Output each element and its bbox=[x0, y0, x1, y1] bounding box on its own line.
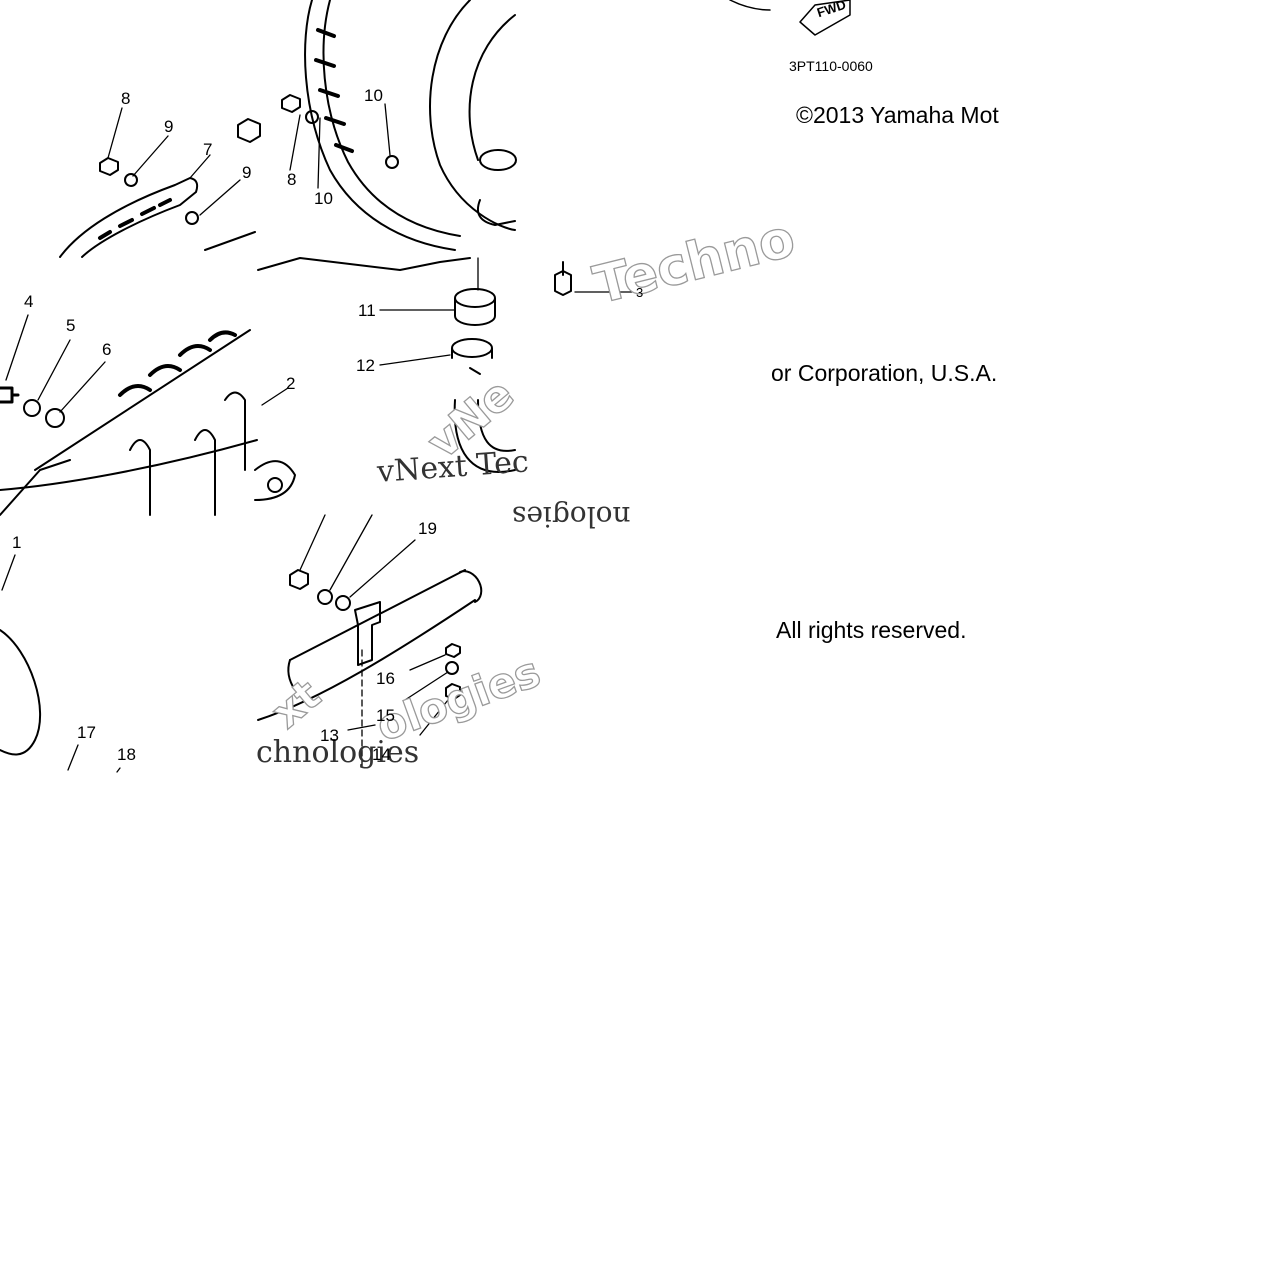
fwd-arrow bbox=[799, 0, 851, 36]
grommet-top bbox=[479, 149, 517, 171]
callout-15: 15 bbox=[376, 706, 395, 725]
washer-19b bbox=[317, 589, 333, 605]
flange bbox=[476, 199, 516, 226]
tile-bottom-left bbox=[0, 554, 121, 773]
clamp-12 bbox=[451, 338, 493, 375]
callout-7: 7 bbox=[203, 140, 213, 159]
pipe-bend-outer bbox=[468, 14, 516, 161]
nut-16 bbox=[445, 643, 461, 658]
copyright-line-1: ©2013 Yamaha Mot bbox=[796, 102, 999, 128]
callout-13: 13 bbox=[320, 726, 339, 745]
washer-9b bbox=[185, 211, 199, 225]
washer-9a bbox=[124, 173, 138, 187]
callout-1: 1 bbox=[12, 533, 22, 552]
callout-12: 12 bbox=[356, 356, 375, 375]
bolt-8a bbox=[99, 157, 119, 176]
callout-17: 17 bbox=[77, 723, 96, 742]
shield-outer bbox=[304, 0, 456, 251]
callout-10a: 10 bbox=[364, 86, 383, 105]
washer-10b bbox=[385, 155, 399, 169]
callout-2: 2 bbox=[286, 374, 296, 393]
watermark-nologies: nologies bbox=[512, 500, 631, 533]
callout-3: 3 bbox=[636, 285, 644, 300]
shield-edge bbox=[204, 231, 256, 251]
callout-18: 18 bbox=[117, 745, 136, 764]
copyright-line-2: or Corporation, U.S.A. bbox=[771, 360, 998, 386]
tailpipe-upper bbox=[289, 569, 466, 661]
washer-6 bbox=[45, 408, 65, 428]
muffler-heat-fins bbox=[118, 330, 237, 397]
muffler-tip bbox=[0, 629, 42, 756]
washer-19c bbox=[335, 595, 351, 611]
callout-8a: 8 bbox=[121, 89, 131, 108]
mount-bracket bbox=[354, 601, 381, 666]
tailpipe-end bbox=[459, 570, 483, 603]
callout-10b: 10 bbox=[314, 189, 333, 208]
muffler-top bbox=[34, 329, 251, 471]
callout-6: 6 bbox=[102, 340, 112, 359]
heat-shield-7 bbox=[59, 177, 199, 258]
nut-top bbox=[237, 118, 261, 143]
nut-19a bbox=[289, 569, 309, 590]
washer-15 bbox=[445, 661, 459, 675]
frame-line bbox=[257, 257, 471, 271]
callout-19: 19 bbox=[418, 519, 437, 538]
watermark-chnologies: chnologies bbox=[256, 735, 420, 770]
shield-inner bbox=[322, 0, 461, 237]
callout-16: 16 bbox=[376, 669, 395, 688]
callout-14: 14 bbox=[372, 745, 391, 764]
callout-11: 11 bbox=[358, 301, 376, 320]
tile-bottom-center bbox=[257, 514, 483, 771]
muffler-cone bbox=[0, 459, 71, 516]
tile-top-left bbox=[59, 107, 261, 258]
bolt-4 bbox=[0, 386, 20, 404]
callout-5: 5 bbox=[66, 316, 76, 335]
muffler-bottom bbox=[0, 439, 258, 491]
bolt-8b bbox=[281, 94, 301, 113]
copyright-line-3: All rights reserved. bbox=[776, 617, 967, 643]
pipe-bend bbox=[429, 0, 516, 231]
tailpipe-ring bbox=[287, 659, 296, 691]
bolt-3 bbox=[554, 261, 572, 296]
tile-middle-center bbox=[379, 257, 516, 473]
bolt-14 bbox=[445, 683, 461, 700]
exhaust-tube bbox=[453, 399, 516, 473]
tile-top-middle bbox=[257, 0, 517, 271]
spring-washer-5 bbox=[23, 399, 41, 417]
tile-top-right bbox=[554, 0, 851, 296]
tile-middle-left bbox=[0, 314, 296, 516]
grommet-11 bbox=[454, 288, 496, 326]
callout-9a: 9 bbox=[164, 117, 174, 136]
callout-8b: 8 bbox=[287, 170, 297, 189]
bracket-flange bbox=[254, 460, 296, 501]
callout-4: 4 bbox=[24, 292, 34, 311]
washer-10a bbox=[305, 110, 319, 124]
callout-9b: 9 bbox=[242, 163, 252, 182]
diagram-ref-code: 3PT110-0060 bbox=[789, 58, 873, 74]
